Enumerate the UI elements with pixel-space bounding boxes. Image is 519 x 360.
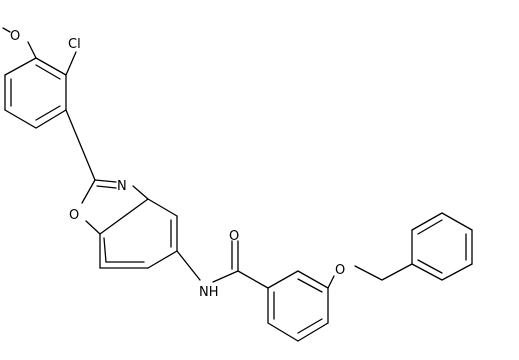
benzyl-phenyl-ring [411,212,473,281]
atom-label: O [335,263,345,278]
biaryl-bond [65,109,96,181]
benzoxazole-ring [81,179,178,269]
atom-label: N [117,179,127,194]
atom-label: O [229,229,239,244]
atom-label: NH [199,285,219,300]
chloromethoxyphenyl-ring [4,51,77,129]
benzyloxy-group [354,263,413,281]
methoxy-group [2,27,37,59]
atom-label: O [10,29,20,44]
amide-linker [176,240,239,283]
benzamide-ring [237,270,335,342]
atom-label: Cl [68,37,81,52]
atom-label: O [69,208,79,223]
